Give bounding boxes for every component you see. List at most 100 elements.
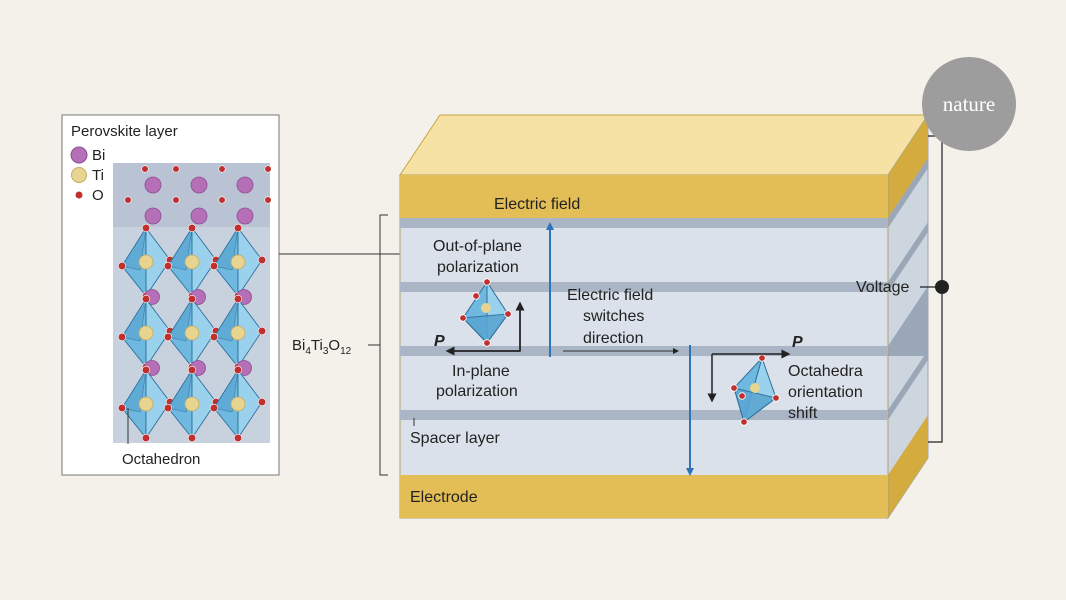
octa2-o-right — [772, 394, 780, 402]
voltage-label: Voltage — [856, 279, 909, 296]
o-atom-r2c1-0 — [187, 365, 197, 375]
spacer-layer-label: Spacer layer — [410, 430, 500, 447]
top-electrode — [400, 175, 888, 218]
side-spacer-4 — [888, 350, 928, 420]
ti-atom-r0c2 — [230, 254, 246, 270]
formula-label: Bi4Ti3O12 — [292, 337, 352, 357]
side-top-electrode — [888, 115, 928, 218]
out-of-plane-label-1: Out-of-plane — [433, 238, 522, 255]
out-of-plane-label-2: polarization — [437, 259, 519, 276]
formula-bi: Bi — [292, 337, 305, 354]
octa2-o-bottom — [740, 418, 748, 426]
legend-o-marker — [75, 191, 83, 199]
logo-text: nature — [943, 92, 995, 116]
o-atom-r0c0-2 — [117, 261, 127, 271]
in-plane-label-2: polarization — [436, 383, 518, 400]
ti-atom-r0c1 — [184, 254, 200, 270]
perovskite-inset: Perovskite layer Bi Ti O Octahedron — [61, 114, 280, 476]
octa1-ti-atom — [481, 303, 491, 313]
o-atom-top-7 — [264, 196, 272, 204]
bi-atom-top-0 — [144, 176, 162, 194]
spacer-layer-2 — [400, 282, 888, 292]
octa2-o-back — [738, 392, 746, 400]
o-atom-r1c0-0 — [141, 294, 151, 304]
ti-atom-r2c0 — [138, 396, 154, 412]
formula-o-sub: 12 — [340, 346, 352, 357]
o-atom-top-4 — [172, 196, 180, 204]
o-atom-r1c2-3 — [257, 326, 267, 336]
legend-ti-marker — [71, 167, 87, 183]
o-atom-r0c2-2 — [209, 261, 219, 271]
legend-bi-marker — [70, 146, 88, 164]
o-atom-top-3 — [264, 165, 272, 173]
logo-circle — [922, 57, 1016, 151]
octa1-o-right — [504, 310, 512, 318]
octahedron-shifted — [730, 354, 780, 426]
formula-ti: Ti — [311, 337, 323, 354]
octa-shift-label-1: Octahedra — [788, 363, 863, 380]
octa-shift-label-3: shift — [788, 405, 818, 422]
switch-label-1: Electric field — [567, 287, 653, 304]
formula-o: O — [328, 337, 340, 354]
bottom-electrode — [400, 475, 888, 518]
inset-title: Perovskite layer — [71, 123, 178, 140]
o-atom-top-6 — [124, 196, 132, 204]
nature-logo: nature — [922, 57, 1016, 151]
legend-ti-label: Ti — [92, 167, 104, 184]
o-atom-r1c2-0 — [233, 294, 243, 304]
p-label-right: P — [792, 334, 803, 351]
ti-atom-r1c1 — [184, 325, 200, 341]
o-atom-top-1 — [172, 165, 180, 173]
octa2-o-left — [730, 384, 738, 392]
o-atom-r2c2-1 — [233, 433, 243, 443]
bi-atom-top-4 — [190, 207, 208, 225]
bi-atom-top-3 — [144, 207, 162, 225]
o-atom-r0c1-2 — [163, 261, 173, 271]
formula-bi-sub: 4 — [305, 346, 311, 357]
ti-atom-r2c1 — [184, 396, 200, 412]
o-atom-top-2 — [218, 165, 226, 173]
octa-shift-label-2: orientation — [788, 384, 863, 401]
spacer-layer-4 — [400, 410, 888, 420]
o-atom-r2c2-2 — [209, 403, 219, 413]
bi-atom-top-2 — [236, 176, 254, 194]
o-atom-r2c0-0 — [141, 365, 151, 375]
ti-atom-r0c0 — [138, 254, 154, 270]
formula-ti-sub: 3 — [323, 346, 329, 357]
electric-field-label: Electric field — [494, 196, 580, 213]
octa1-o-top — [483, 278, 491, 286]
in-plane-label-1: In-plane — [452, 363, 510, 380]
o-atom-r2c0-2 — [117, 403, 127, 413]
bi-atom-top-1 — [190, 176, 208, 194]
o-atom-r0c2-3 — [257, 255, 267, 265]
o-atom-r0c2-0 — [233, 223, 243, 233]
o-atom-top-0 — [141, 165, 149, 173]
o-atom-r2c1-2 — [163, 403, 173, 413]
spacer-layer-1 — [400, 218, 888, 228]
o-atom-r1c1-2 — [163, 332, 173, 342]
voltage-node — [935, 280, 949, 294]
octahedron-out-of-plane — [459, 278, 512, 347]
side-spacer-2 — [888, 222, 928, 292]
octa2-ti-atom — [750, 383, 760, 393]
switch-label-3: direction — [583, 330, 643, 347]
octa1-o-back — [472, 292, 480, 300]
side-spacer-1 — [888, 158, 928, 228]
o-atom-r1c0-2 — [117, 332, 127, 342]
switch-label-2: switches — [583, 308, 644, 325]
side-bottom-electrode — [888, 415, 928, 518]
legend-bi-label: Bi — [92, 147, 105, 164]
octa1-o-bottom — [483, 339, 491, 347]
top-electrode-face — [399, 114, 929, 176]
device-block — [399, 113, 929, 520]
o-atom-r2c1-1 — [187, 433, 197, 443]
side-spacer-3 — [888, 286, 928, 356]
crystal-structure — [117, 165, 272, 443]
o-atom-r0c1-0 — [187, 223, 197, 233]
octa1-face-bottom — [461, 313, 510, 344]
o-atom-r0c0-0 — [141, 223, 151, 233]
o-atom-r2c2-3 — [257, 397, 267, 407]
ti-atom-r2c2 — [230, 396, 246, 412]
